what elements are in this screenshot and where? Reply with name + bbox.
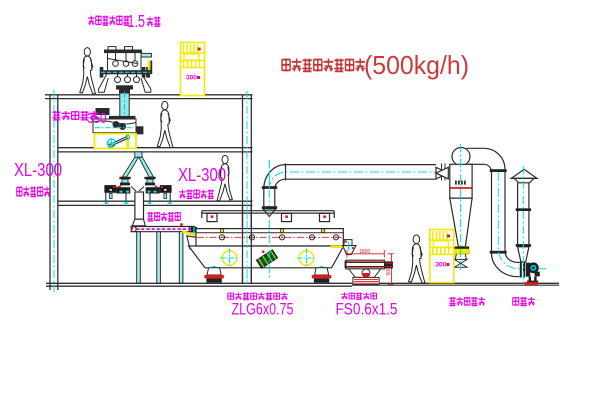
- svg-text:XL-300: XL-300: [178, 164, 226, 185]
- svg-text:ZLG6x0.75: ZLG6x0.75: [232, 300, 294, 319]
- svg-text:(500kg/h): (500kg/h): [364, 50, 469, 80]
- svg-text:1500: 1500: [359, 249, 370, 255]
- svg-text:350: 350: [87, 110, 107, 127]
- svg-text:1.5: 1.5: [128, 11, 146, 31]
- svg-text:FS0.6x1.5: FS0.6x1.5: [336, 300, 398, 319]
- svg-text:500: 500: [386, 267, 392, 276]
- svg-text:XL-300: XL-300: [14, 159, 62, 180]
